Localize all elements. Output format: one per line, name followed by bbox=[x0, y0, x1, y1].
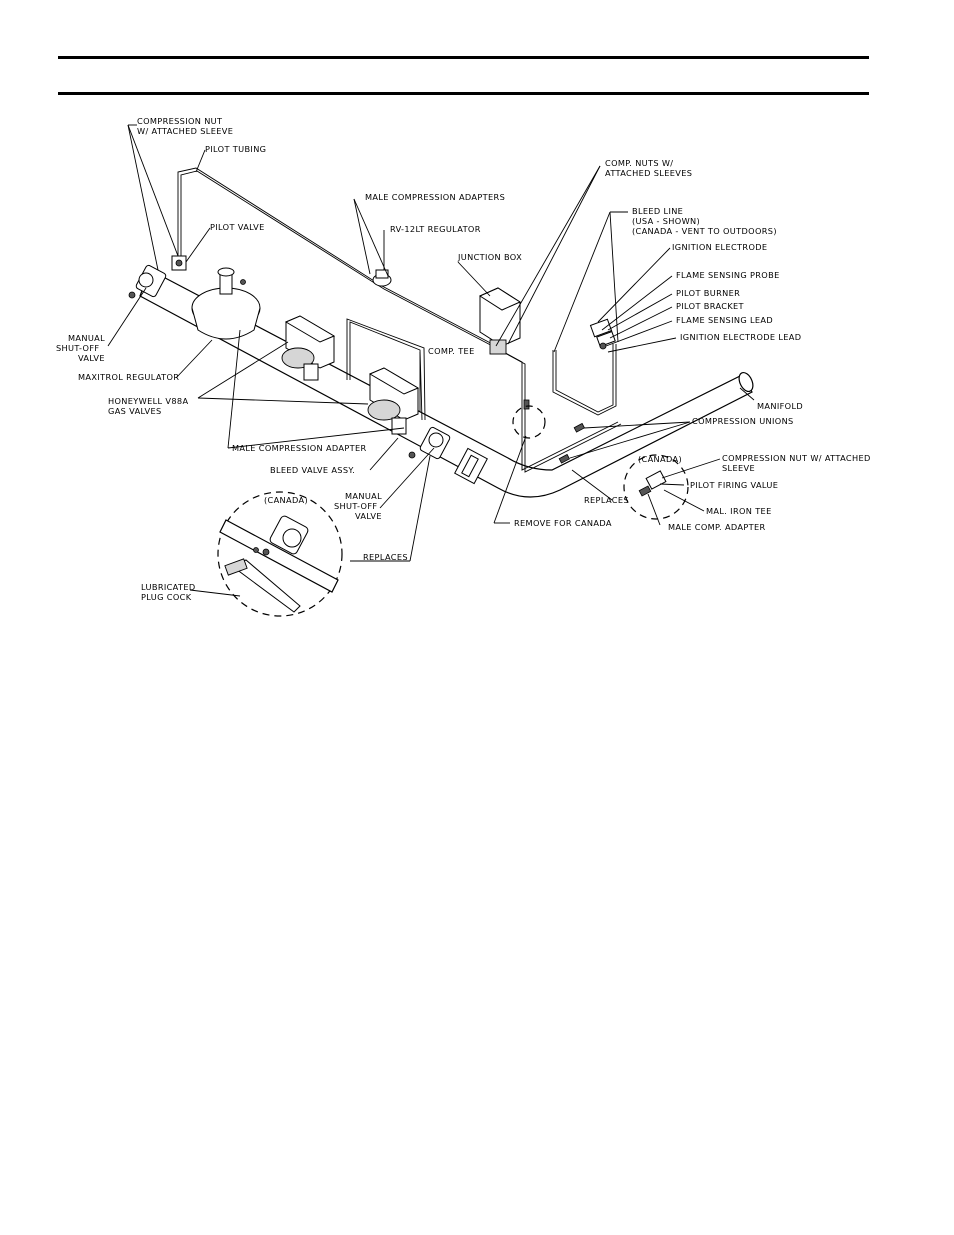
diagram-labels: COMPRESSION NUT W/ ATTACHED SLEEVE PILOT… bbox=[56, 116, 871, 602]
label-compression-nut-1: COMPRESSION NUT bbox=[137, 116, 223, 126]
canada-detail-left bbox=[217, 491, 343, 617]
label-pilot-tubing: PILOT TUBING bbox=[205, 144, 266, 154]
label-bleed-line-1: BLEED LINE bbox=[632, 206, 683, 216]
label-comp-nuts-2: ATTACHED SLEEVES bbox=[605, 168, 692, 178]
label-flame-sensing-lead: FLAME SENSING LEAD bbox=[676, 315, 773, 325]
label-compression-nut-right-2: SLEEVE bbox=[722, 463, 755, 473]
label-remove-for-canada: REMOVE FOR CANADA bbox=[514, 518, 612, 528]
header-rule-bottom bbox=[58, 92, 869, 95]
label-pilot-burner: PILOT BURNER bbox=[676, 288, 740, 298]
honeywell-valve-1 bbox=[281, 315, 336, 381]
label-ignition-electrode-lead: IGNITION ELECTRODE LEAD bbox=[680, 332, 801, 342]
label-manual-shutoff-left-3: VALVE bbox=[78, 353, 105, 363]
label-ignition-electrode: IGNITION ELECTRODE bbox=[672, 242, 767, 252]
label-pilot-valve: PILOT VALVE bbox=[210, 222, 265, 232]
maxitrol-regulator bbox=[191, 267, 261, 340]
label-flame-sensing-probe: FLAME SENSING PROBE bbox=[676, 270, 780, 280]
label-honeywell-1: HONEYWELL V88A bbox=[108, 396, 188, 406]
label-bleed-line-3: (CANADA - VENT TO OUTDOORS) bbox=[632, 226, 777, 236]
header-rule-top bbox=[58, 56, 869, 59]
label-manual-shutoff-left-2: SHUT-OFF bbox=[56, 343, 99, 353]
pilot-valve bbox=[171, 255, 187, 271]
label-rv12lt-regulator: RV-12LT REGULATOR bbox=[390, 224, 481, 234]
rv12lt-regulator bbox=[372, 269, 392, 287]
label-manual-shutoff-left-1: MANUAL bbox=[68, 333, 105, 343]
label-replaces-right: REPLACES bbox=[584, 495, 629, 505]
canada-detail-right bbox=[512, 405, 689, 520]
label-pilot-firing-valve: PILOT FIRING VALUE bbox=[690, 480, 778, 490]
pilot-tubing bbox=[177, 167, 622, 473]
manual-shutoff-valve-right bbox=[408, 426, 451, 460]
label-manual-shutoff-right-1: MANUAL bbox=[345, 491, 382, 501]
label-lubricated-2: PLUG COCK bbox=[141, 592, 192, 602]
label-lubricated-1: LUBRICATED bbox=[141, 582, 196, 592]
label-bleed-valve-assy: BLEED VALVE ASSY. bbox=[270, 465, 355, 475]
label-compression-nut-right-1: COMPRESSION NUT W/ ATTACHED bbox=[722, 453, 871, 463]
label-male-compression-adapters: MALE COMPRESSION ADAPTERS bbox=[365, 192, 505, 202]
label-canada-left: (CANADA) bbox=[264, 495, 308, 505]
label-comp-nuts-1: COMP. NUTS W/ bbox=[605, 158, 673, 168]
label-replaces-left: REPLACES bbox=[363, 552, 408, 562]
label-male-comp-adapter: MALE COMP. ADAPTER bbox=[668, 522, 766, 532]
label-pilot-bracket: PILOT BRACKET bbox=[676, 301, 745, 311]
main-gas-pipe bbox=[139, 269, 754, 498]
label-bleed-line-2: (USA - SHOWN) bbox=[632, 216, 700, 226]
label-male-compression-adapter: MALE COMPRESSION ADAPTER bbox=[232, 443, 367, 453]
honeywell-valve-2 bbox=[367, 367, 420, 435]
junction-box bbox=[478, 287, 522, 355]
label-manifold: MANIFOLD bbox=[757, 401, 803, 411]
label-canada-right: (CANADA) bbox=[638, 454, 682, 464]
label-maxitrol-regulator: MAXITROL REGULATOR bbox=[78, 372, 179, 382]
pilot-burner-assembly bbox=[589, 318, 616, 350]
label-compression-unions: COMPRESSION UNIONS bbox=[692, 416, 794, 426]
label-manual-shutoff-right-2: SHUT-OFF bbox=[334, 501, 377, 511]
label-mal-iron-tee: MAL. IRON TEE bbox=[706, 506, 772, 516]
label-junction-box: JUNCTION BOX bbox=[457, 252, 522, 262]
label-compression-nut-2: W/ ATTACHED SLEEVE bbox=[137, 126, 233, 136]
leader-lines bbox=[107, 124, 755, 597]
label-comp-tee: COMP. TEE bbox=[428, 346, 475, 356]
label-honeywell-2: GAS VALVES bbox=[108, 406, 162, 416]
label-manual-shutoff-right-3: VALVE bbox=[355, 511, 382, 521]
manual-shutoff-valve-left bbox=[128, 264, 167, 299]
